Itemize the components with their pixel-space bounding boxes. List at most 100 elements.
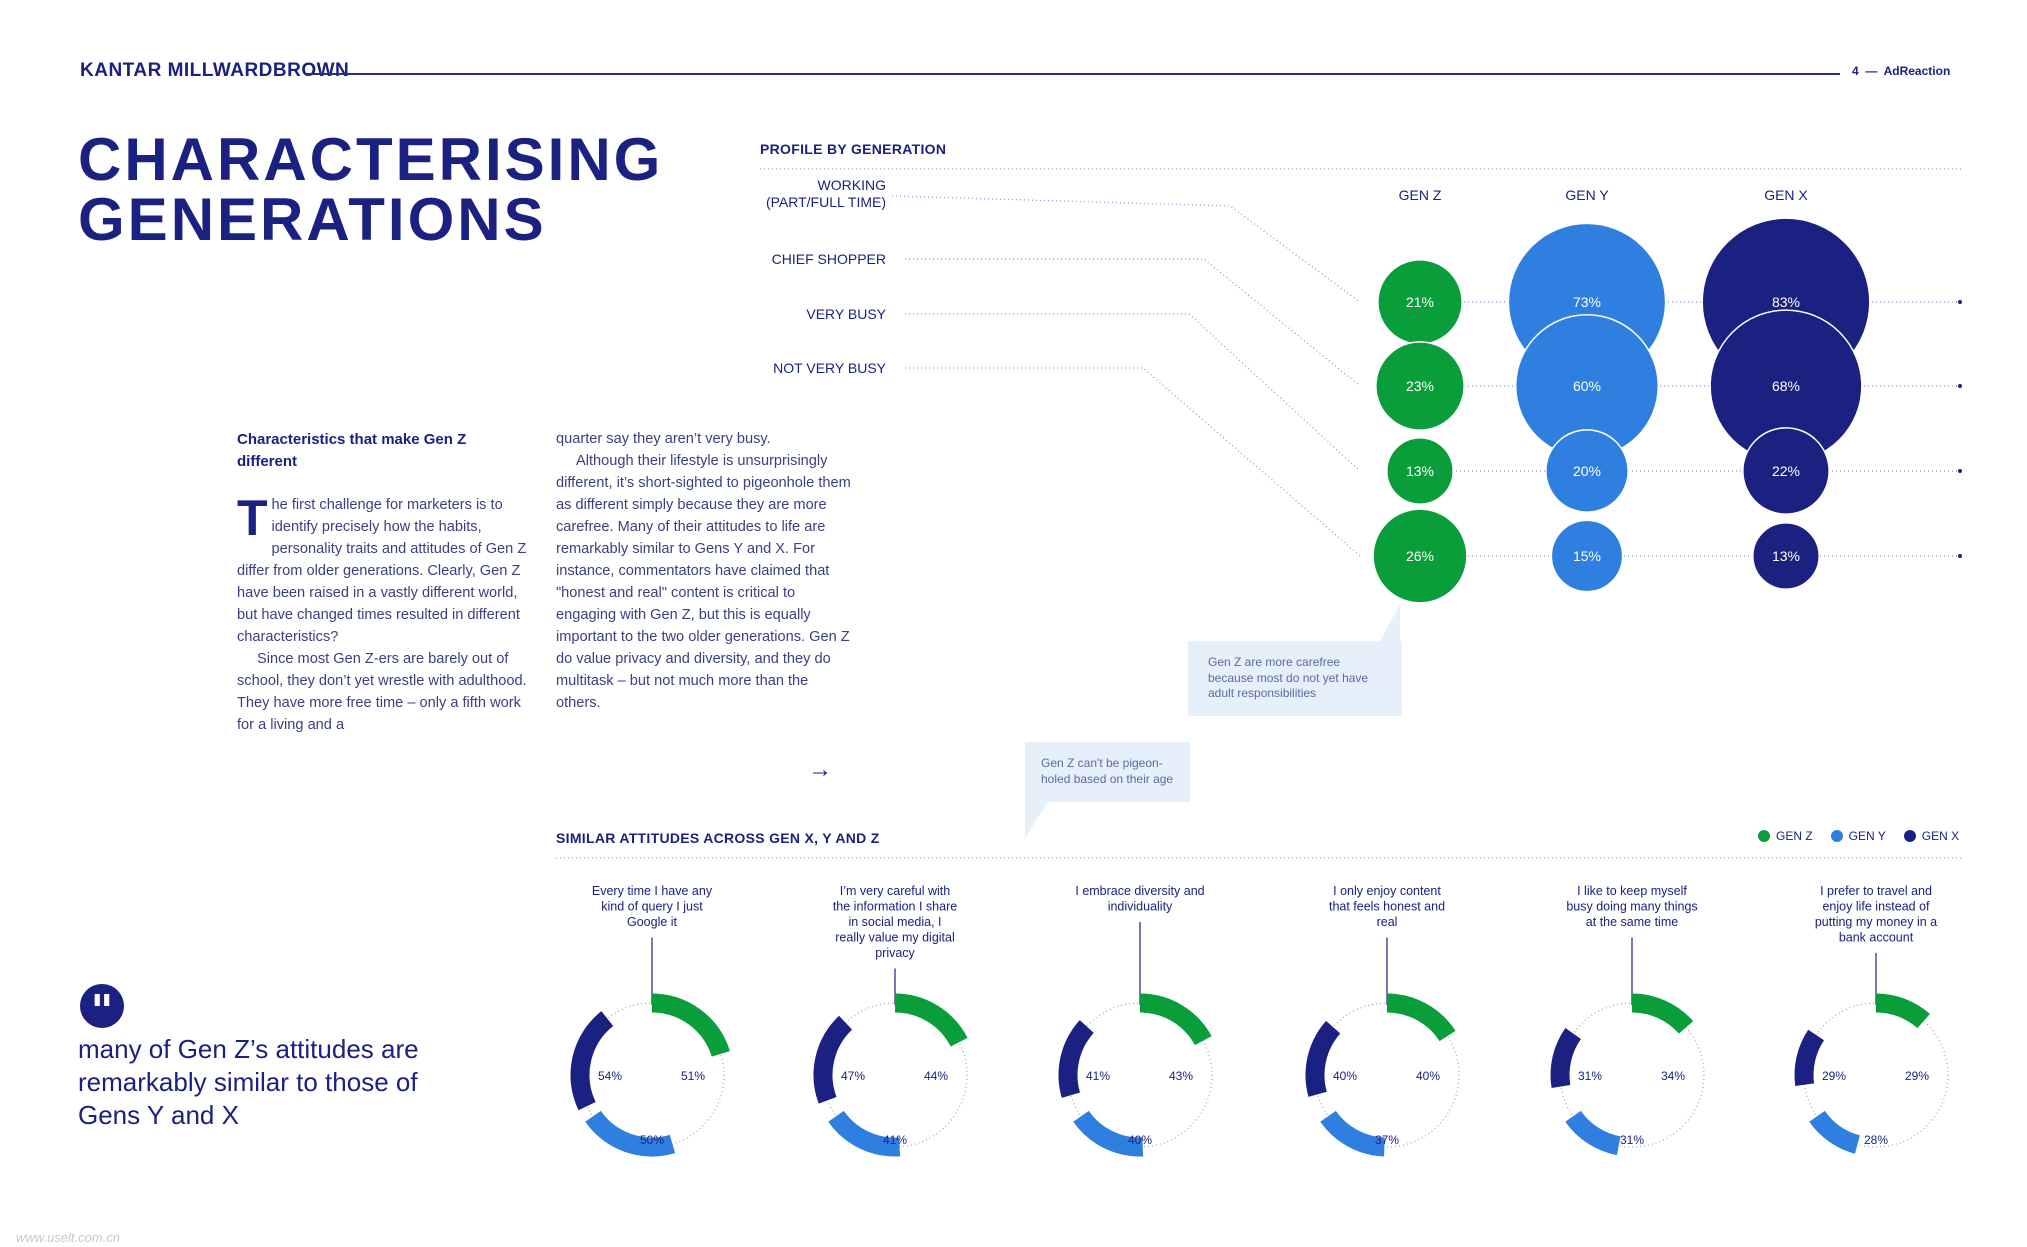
donut-label-gen-z: 44% bbox=[924, 1069, 948, 1083]
donut-statement-line: I prefer to travel and bbox=[1820, 884, 1932, 898]
article-column-1: T he first challenge for marketers is to… bbox=[237, 490, 532, 736]
donut-arc-gen-x bbox=[1305, 1020, 1341, 1097]
donut-statement-line: really value my digital bbox=[835, 931, 955, 945]
row-end-dot bbox=[1958, 554, 1962, 558]
donut-arc-gen-x bbox=[1794, 1029, 1825, 1086]
donut-statement-line: Every time I have any bbox=[592, 884, 713, 898]
row-label: VERY BUSY bbox=[806, 306, 886, 322]
page-title-line-1: CHARACTERISING bbox=[78, 126, 664, 193]
bubble-value-label: 13% bbox=[1406, 463, 1434, 479]
bubble-value-label: 60% bbox=[1573, 378, 1601, 394]
donut-arc-gen-y bbox=[828, 1110, 901, 1157]
callout-carefree: Gen Z are more carefree because most do … bbox=[1188, 641, 1402, 716]
bubble-value-label: 20% bbox=[1573, 463, 1601, 479]
bubble-gen-z bbox=[1372, 508, 1468, 604]
donut-track bbox=[1559, 1002, 1705, 1148]
donut-statement-line: the information I share bbox=[833, 900, 957, 914]
row-end-dot bbox=[1958, 384, 1962, 388]
bubble-value-label: 13% bbox=[1772, 548, 1800, 564]
bubble-gen-z bbox=[1386, 437, 1454, 505]
bubble-gen-x bbox=[1752, 522, 1820, 590]
bubble-value-label: 15% bbox=[1573, 548, 1601, 564]
donut-label-gen-y: 37% bbox=[1375, 1133, 1399, 1147]
legend-item-gen-y: GEN Y bbox=[1830, 829, 1886, 843]
donut-arc-gen-x bbox=[813, 1015, 853, 1104]
donut-statement-line: kind of query I just bbox=[601, 900, 703, 914]
bubble-value-label: 23% bbox=[1406, 378, 1434, 394]
donut-arc-gen-z bbox=[651, 993, 730, 1058]
article-heading: Characteristics that make Gen Z differen… bbox=[237, 431, 467, 470]
row-leader-line bbox=[905, 258, 1361, 387]
drop-cap: T bbox=[237, 490, 268, 546]
article-paragraph: quarter say they aren’t very busy. bbox=[556, 431, 771, 447]
donut-label-gen-x: 41% bbox=[1086, 1069, 1110, 1083]
donut-arc-gen-x bbox=[1058, 1020, 1095, 1098]
donut-arc-gen-z bbox=[1386, 993, 1456, 1042]
donut-statement-line: individuality bbox=[1108, 900, 1173, 914]
header-rule bbox=[306, 73, 1840, 75]
donut-label-gen-y: 31% bbox=[1620, 1133, 1644, 1147]
bubble-chart-title: PROFILE BY GENERATION bbox=[760, 141, 947, 157]
article-paragraph: Although their lifestyle is unsurprising… bbox=[556, 453, 851, 711]
donut-chart: Every time I have any kind of query I jus… bbox=[556, 857, 1964, 1157]
row-label-line: WORKING bbox=[818, 177, 886, 193]
bubble-value-label: 68% bbox=[1772, 378, 1800, 394]
folio-dash: — bbox=[1862, 64, 1881, 78]
row-leader-line bbox=[905, 367, 1361, 557]
donut-arc-gen-z bbox=[1875, 993, 1930, 1029]
article-column-2: quarter say they aren’t very busy. Altho… bbox=[556, 428, 856, 714]
watermark: www.uselt.com.cn bbox=[16, 1230, 121, 1245]
page-folio: 4 — AdReaction bbox=[1852, 64, 1950, 78]
donut-track bbox=[1314, 1002, 1460, 1148]
bubble-value-label: 83% bbox=[1772, 294, 1800, 310]
donut-label-gen-x: 31% bbox=[1578, 1069, 1602, 1083]
row-leader-line bbox=[905, 313, 1361, 472]
legend-swatch-gen-y bbox=[1830, 830, 1843, 842]
column-header-gen-z: GEN Z bbox=[1399, 187, 1442, 203]
bubble-gen-y bbox=[1550, 519, 1624, 593]
bubble-value-label: 22% bbox=[1772, 463, 1800, 479]
donut-track bbox=[1803, 1002, 1949, 1148]
donut-statement-line: privacy bbox=[875, 946, 915, 960]
donut-label-gen-z: 40% bbox=[1416, 1069, 1440, 1083]
column-header-gen-x: GEN X bbox=[1764, 187, 1808, 203]
donut-arc-gen-y bbox=[585, 1110, 676, 1157]
donut-arc-gen-y bbox=[1809, 1110, 1861, 1154]
donut-statement-line: putting my money in a bbox=[1815, 915, 1937, 929]
donut-arc-gen-z bbox=[1139, 993, 1212, 1046]
quote-icon: " bbox=[80, 984, 124, 1037]
donut-label-gen-z: 29% bbox=[1905, 1069, 1929, 1083]
legend-label: GEN Z bbox=[1776, 829, 1813, 843]
donut-arc-gen-x bbox=[1550, 1028, 1582, 1088]
donut-label-gen-y: 41% bbox=[883, 1133, 907, 1147]
donut-label-gen-z: 51% bbox=[681, 1069, 705, 1083]
page-title: CHARACTERISING GENERATIONS bbox=[78, 126, 664, 250]
article-paragraph: Since most Gen Z-ers are barely out of s… bbox=[237, 651, 527, 733]
donut-statement-line: at the same time bbox=[1586, 915, 1678, 929]
donut-label-gen-y: 28% bbox=[1864, 1133, 1888, 1147]
row-label: CHIEF SHOPPER bbox=[772, 251, 886, 267]
row-label-line: (PART/FULL TIME) bbox=[766, 194, 886, 210]
donut-arc-gen-x bbox=[570, 1011, 614, 1111]
donut-label-gen-y: 40% bbox=[1128, 1133, 1152, 1147]
donut-statement: Every time I have any kind of query I jus… bbox=[592, 884, 713, 929]
pull-quote: many of Gen Z’s attitudes are remarkably… bbox=[78, 1034, 419, 1130]
bubble-gen-x bbox=[1742, 427, 1830, 515]
donut-arc-gen-z bbox=[894, 993, 968, 1047]
legend-item-gen-z: GEN Z bbox=[1758, 829, 1813, 843]
bubble-value-label: 21% bbox=[1406, 294, 1434, 310]
donut-label-gen-z: 43% bbox=[1169, 1069, 1193, 1083]
donut-label-gen-x: 40% bbox=[1333, 1069, 1357, 1083]
donut-statement-line: busy doing many things bbox=[1566, 900, 1697, 914]
callout-pointer-pigeonhole bbox=[1025, 802, 1048, 838]
legend-label: GEN X bbox=[1921, 829, 1960, 843]
chart-legend: GEN Z GEN Y GEN X bbox=[1758, 829, 1959, 843]
